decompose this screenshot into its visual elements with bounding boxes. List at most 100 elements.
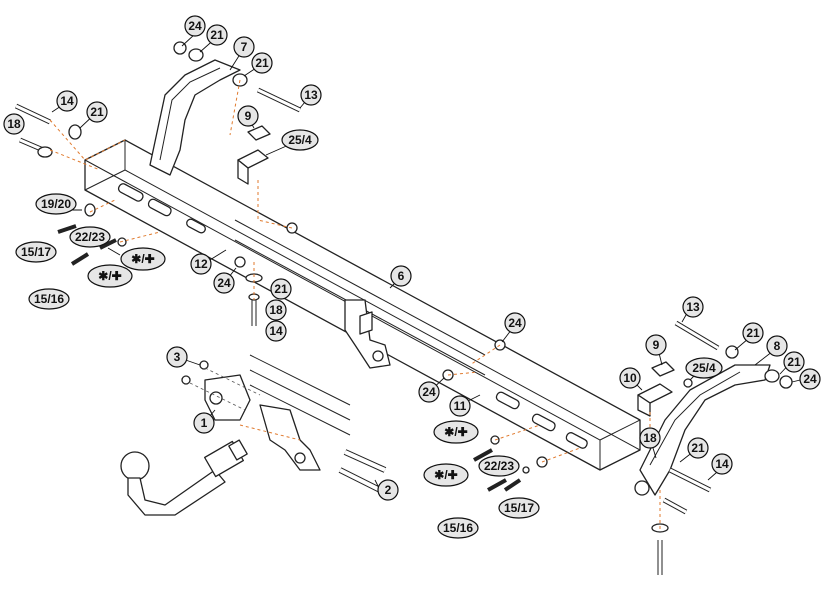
svg-text:24: 24 [803,372,817,386]
callout-18-left: 18 [3,113,25,135]
callout-19-20: 19/20 [35,193,77,215]
callout-1: 1 [193,412,215,434]
svg-text:14: 14 [60,94,74,108]
bolt-13-right [674,320,720,351]
callout-star-plus-right-1: ✱/✚ [433,420,479,444]
svg-text:10: 10 [623,371,637,385]
svg-text:15/16: 15/16 [34,292,64,306]
assembly-leader-lines [49,79,661,530]
callout-8: 8 [766,335,788,357]
right-side-bracket [634,364,771,496]
callout-22-23-left: 22/23 [69,226,111,248]
callout-6: 6 [390,265,412,287]
svg-text:✱/✚: ✱/✚ [434,468,457,482]
svg-text:21: 21 [691,441,705,455]
svg-text:18: 18 [643,431,657,445]
svg-text:1: 1 [201,416,208,430]
callout-star-plus-left-2: ✱/✚ [87,264,133,288]
bolts-14-right [651,467,712,575]
hitch-mount-bracket [181,354,351,471]
svg-text:18: 18 [269,303,283,317]
svg-text:24: 24 [217,276,231,290]
callout-star-plus-right-2: ✱/✚ [423,463,469,487]
callout-10: 10 [619,367,641,389]
callout-24-right: 24 [799,368,821,390]
main-cross-beam [84,139,641,471]
callout-star-plus-left-1: ✱/✚ [120,247,166,271]
plate-9-left [237,125,271,185]
callout-21-right-top: 21 [742,322,764,344]
callout-12: 12 [190,253,212,275]
callout-9-left: 9 [237,105,259,127]
svg-text:13: 13 [304,88,318,102]
callout-15-17-left: 15/17 [15,241,57,263]
callout-21-right: 21 [783,351,805,373]
svg-text:24: 24 [508,316,522,330]
svg-text:11: 11 [454,399,467,413]
svg-text:19/20: 19/20 [41,197,71,211]
callout-3: 3 [166,346,188,368]
svg-text:15/17: 15/17 [21,245,51,259]
callout-2: 2 [377,479,399,501]
svg-text:22/23: 22/23 [75,230,105,244]
callout-24-left-center: 24 [213,272,235,294]
svg-text:24: 24 [188,19,202,33]
callout-21-right-low: 21 [687,437,709,459]
callout-22-23-right: 22/23 [478,455,520,477]
callout-7: 7 [233,36,255,58]
callout-21-left-bracket: 21 [251,52,273,74]
svg-text:7: 7 [241,40,248,54]
svg-text:8: 8 [774,339,781,353]
svg-text:14: 14 [715,457,729,471]
callout-14-left: 14 [56,90,78,112]
bolt-13-left [256,87,302,113]
svg-text:18: 18 [7,117,21,131]
callout-24-top: 24 [184,15,206,37]
svg-text:13: 13 [686,300,700,314]
svg-text:25/4: 25/4 [692,361,716,375]
svg-text:2: 2 [385,483,392,497]
ball-hitch-assembly [120,439,248,516]
callout-21-left: 21 [86,101,108,123]
callout-24-center-low: 24 [418,381,440,403]
callout-15-16-right: 15/16 [437,517,479,539]
callout-21-center: 21 [270,278,292,300]
plate-10-right [637,361,675,417]
svg-text:14: 14 [269,324,283,338]
bolt-2 [338,449,387,493]
svg-text:25/4: 25/4 [288,133,312,147]
svg-text:6: 6 [398,269,405,283]
svg-text:15/17: 15/17 [504,501,534,515]
callout-18-right: 18 [639,427,661,449]
svg-text:9: 9 [245,109,252,123]
svg-text:21: 21 [787,355,801,369]
callout-15-17-right: 15/17 [498,497,540,519]
callout-14-right: 14 [711,453,733,475]
callout-13-left: 13 [300,84,322,106]
callout-9-right: 9 [645,334,667,356]
bolts-14-left [14,103,82,158]
callout-15-16-left: 15/16 [28,288,70,310]
left-side-bracket [149,59,241,176]
svg-text:✱/✚: ✱/✚ [444,425,467,439]
svg-text:21: 21 [255,56,269,70]
svg-text:21: 21 [746,326,760,340]
callout-11: 11 [449,395,471,417]
svg-text:24: 24 [422,385,436,399]
callout-21-top: 21 [206,24,228,46]
callout-25-4-right: 25/4 [685,357,723,379]
svg-text:15/16: 15/16 [443,521,473,535]
svg-text:22/23: 22/23 [484,459,514,473]
callout-18-center: 18 [265,299,287,321]
callout-24-center-right: 24 [504,312,526,334]
svg-text:12: 12 [194,257,208,271]
svg-text:21: 21 [274,282,288,296]
svg-text:9: 9 [653,338,660,352]
svg-text:✱/✚: ✱/✚ [98,269,121,283]
svg-text:3: 3 [174,350,181,364]
svg-text:✱/✚: ✱/✚ [131,252,154,266]
nuts-and-washers [173,41,793,389]
callout-14-center: 14 [265,320,287,342]
svg-text:21: 21 [90,105,104,119]
